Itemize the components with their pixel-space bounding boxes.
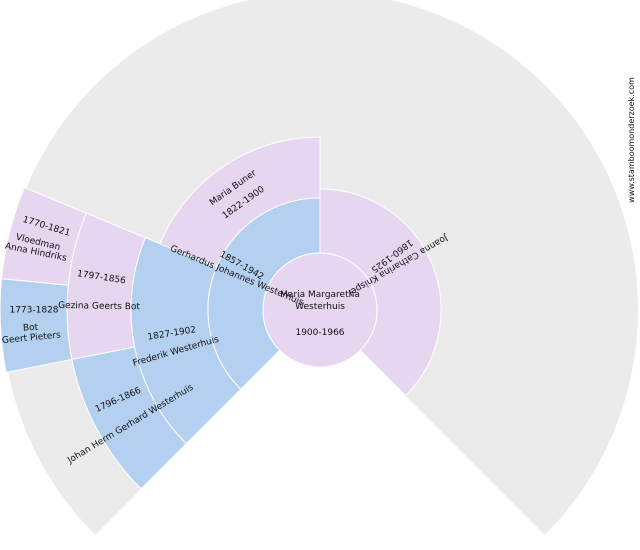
root-name-line1: Maria Margaretha — [280, 290, 360, 300]
watermark: www.stamboomonderzoek.com — [627, 77, 636, 203]
root-name-line2: Westerhuis — [295, 302, 345, 312]
great-grandmother-name: Gezina Geerts Bot — [58, 301, 140, 312]
root-person-circle[interactable] — [262, 252, 378, 368]
gen4-male-name-line2: Bot — [23, 323, 39, 334]
gen4-male-dates: 1773-1828 — [9, 306, 58, 316]
segment-anna-hindriks-vloedman[interactable] — [0, 186, 87, 286]
root-dates: 1900-1966 — [295, 328, 344, 338]
